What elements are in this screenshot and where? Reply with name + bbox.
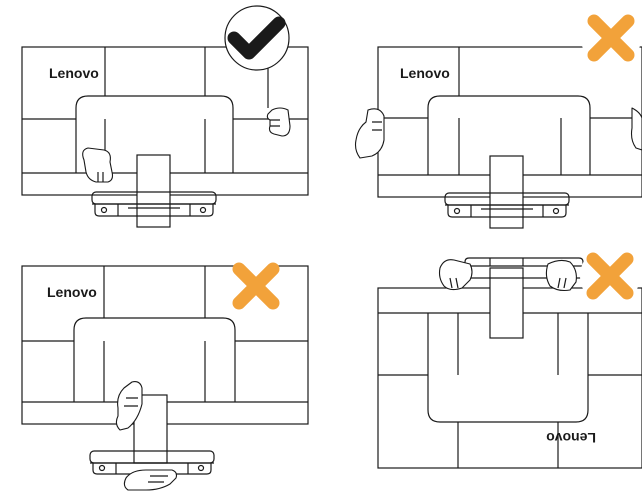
brand-logo: Lenovo <box>546 430 596 446</box>
panel-3: Lenovo <box>21 256 309 491</box>
monitor-stand <box>89 394 215 475</box>
monitor-stand <box>444 155 570 229</box>
hand-icon <box>630 107 642 151</box>
hand-icon <box>115 381 143 431</box>
hand-icon <box>82 147 114 183</box>
panel-4: Lenovo <box>377 246 642 469</box>
checkmark-icon <box>224 5 290 71</box>
panel-2: Lenovo <box>354 8 642 229</box>
brand-logo: Lenovo <box>400 65 450 81</box>
x-mark-icon <box>581 8 641 68</box>
hand-icon <box>545 259 577 292</box>
brand-logo: Lenovo <box>49 65 99 81</box>
hand-icon <box>266 107 291 137</box>
monitor-stand <box>91 154 217 228</box>
brand-logo: Lenovo <box>47 284 97 300</box>
hand-icon <box>354 108 385 159</box>
hand-icon <box>123 469 178 491</box>
panel-1: Lenovo <box>21 5 309 228</box>
hand-icon <box>438 259 473 291</box>
x-mark-icon <box>580 246 640 306</box>
x-mark-icon <box>226 256 286 316</box>
